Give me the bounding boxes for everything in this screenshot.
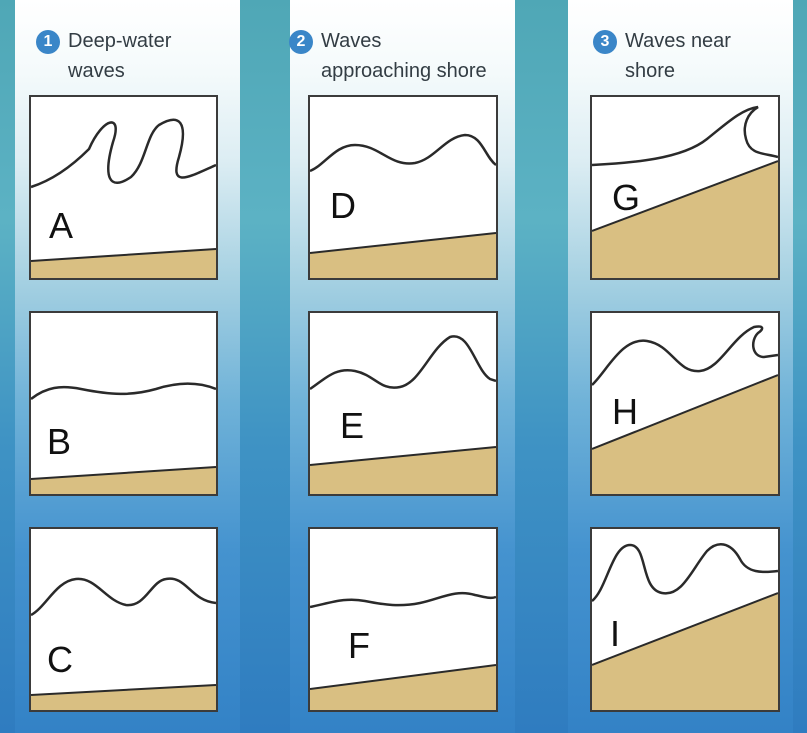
sand-bed [31,249,216,278]
step-1-badge: 1 [36,30,60,54]
wave-line [31,382,216,400]
sea-floor-line [31,248,216,262]
panel-i-label: I [610,613,621,654]
panel-a-drawing [31,118,216,278]
wave-line [592,105,778,167]
panel-c: C [29,527,218,712]
column-3-title: Waves near shore [625,26,807,86]
column-1-title-line2: waves [68,60,125,82]
panel-g-label: G [612,177,641,218]
sand-bed [592,161,778,278]
sea-floor-line [310,664,496,690]
sea-floor-line [31,466,216,480]
panel-i-drawing [592,543,778,710]
step-2-badge: 2 [289,30,313,54]
sand-bed [31,685,216,710]
sand-bed [310,665,496,710]
panel-h: H [590,311,780,496]
panel-e-drawing [310,335,496,494]
panel-c-label: C [47,639,73,680]
sea-floor-line [310,232,496,254]
panel-g: G [590,95,780,280]
panel-d-label: D [330,185,356,226]
column-1-title-line1: Deep-water [68,30,172,52]
wave-line [592,543,778,602]
wave-line [592,325,778,386]
sand-bed [310,233,496,278]
panel-c-drawing [31,577,216,710]
column-1-title: Deep-water waves [68,26,268,86]
wave-line [31,118,216,189]
column-3-title-line2: shore [625,60,676,82]
column-3-title-line1: Waves near [625,30,731,52]
panel-e: E [308,311,498,496]
column-2-title-line2: approaching shore [321,60,487,82]
panel-h-drawing [592,325,778,494]
wave-line [310,591,496,609]
panel-b: B [29,311,218,496]
sand-bed [310,447,496,494]
sea-floor-line [592,592,778,666]
column-2-title-line1: Waves [321,30,382,52]
panel-f-drawing [310,591,496,710]
panel-f-label: F [348,625,370,666]
panel-f: F [308,527,498,712]
panel-d: D [308,95,498,280]
panel-i: I [590,527,780,712]
column-2-title: Waves approaching shore [321,26,521,86]
panel-b-label: B [47,421,72,462]
sand-bed [31,467,216,494]
wave-line [31,577,216,617]
sea-floor-line [592,374,778,450]
sea-floor-line [592,160,778,232]
panel-h-label: H [612,391,638,432]
step-3-badge: 3 [593,30,617,54]
sand-bed [592,375,778,494]
panel-d-drawing [310,133,496,278]
wave-line [310,335,496,391]
sea-floor-line [31,684,216,696]
panel-a: A [29,95,218,280]
wave-line [310,133,496,173]
panel-e-label: E [340,405,365,446]
panel-a-label: A [49,205,74,246]
panel-b-drawing [31,382,216,494]
sand-bed [592,593,778,710]
panel-g-drawing [592,105,778,278]
sea-floor-line [310,446,496,466]
